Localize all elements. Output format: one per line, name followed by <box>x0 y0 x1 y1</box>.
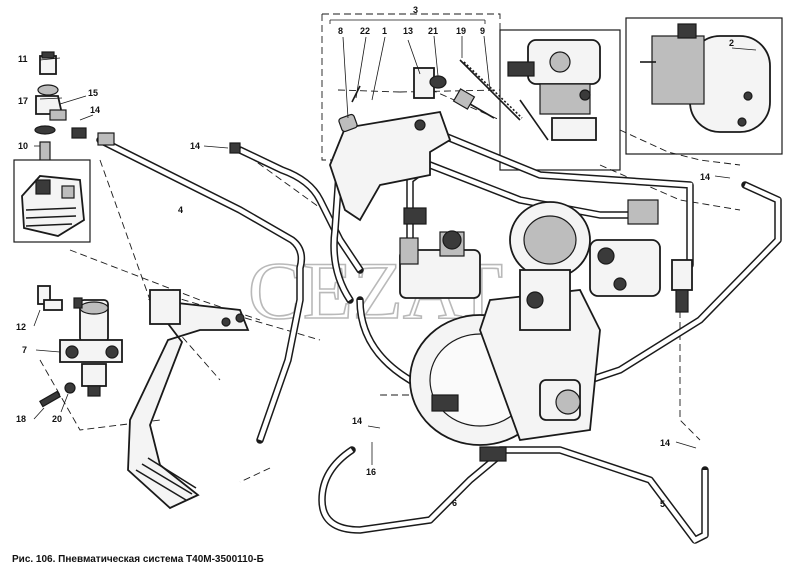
callout-2: 2 <box>729 38 734 48</box>
callout-14-bottom: 14 <box>660 438 670 448</box>
callout-7: 7 <box>22 345 27 355</box>
figure-caption: Рис. 106. Пневматическая система Т40М-35… <box>12 554 264 565</box>
inset-receiver-detail <box>625 17 783 155</box>
callout-11: 11 <box>18 54 28 64</box>
compressor-assembly <box>399 199 693 462</box>
top-small-parts <box>338 59 523 133</box>
mounting-bracket <box>329 110 452 222</box>
callout-13: 13 <box>403 26 413 36</box>
fitting-parts-left <box>13 51 241 408</box>
brake-pedal <box>127 289 250 510</box>
callout-6: 6 <box>452 498 457 508</box>
callout-16: 16 <box>366 467 376 477</box>
callout-20: 20 <box>52 414 62 424</box>
callout-12: 12 <box>16 322 26 332</box>
callout-14-right: 14 <box>700 172 710 182</box>
callout-4: 4 <box>178 205 183 215</box>
callout-9: 9 <box>480 26 485 36</box>
callout-19: 19 <box>456 26 466 36</box>
callout-leaders <box>33 19 757 465</box>
callout-21: 21 <box>428 26 438 36</box>
callout-18: 18 <box>16 414 26 424</box>
callout-17: 17 <box>18 96 28 106</box>
callout-3: 3 <box>413 5 418 15</box>
callout-15: 15 <box>88 88 98 98</box>
callout-14-left: 14 <box>90 105 100 115</box>
callout-1: 1 <box>382 26 387 36</box>
callout-labels: 3 8 22 1 13 21 19 9 2 11 15 17 14 10 14 … <box>16 5 734 509</box>
callout-10: 10 <box>18 141 28 151</box>
callout-8: 8 <box>338 26 343 36</box>
inset-compressor-detail <box>499 29 621 171</box>
callout-5: 5 <box>660 499 665 509</box>
callout-14-middle: 14 <box>352 416 362 426</box>
callout-22: 22 <box>360 26 370 36</box>
callout-14-top: 14 <box>190 141 200 151</box>
